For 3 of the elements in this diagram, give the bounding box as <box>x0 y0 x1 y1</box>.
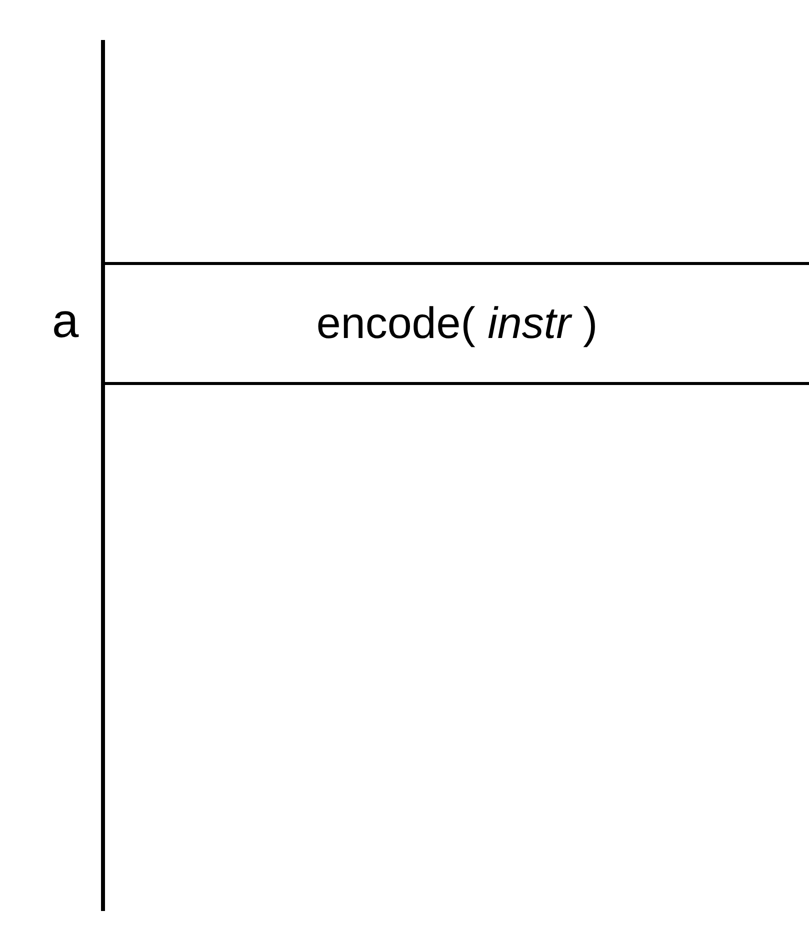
row-label: a <box>52 294 79 349</box>
function-call-text: encode( instr ) <box>316 298 598 348</box>
process-band <box>105 262 809 385</box>
